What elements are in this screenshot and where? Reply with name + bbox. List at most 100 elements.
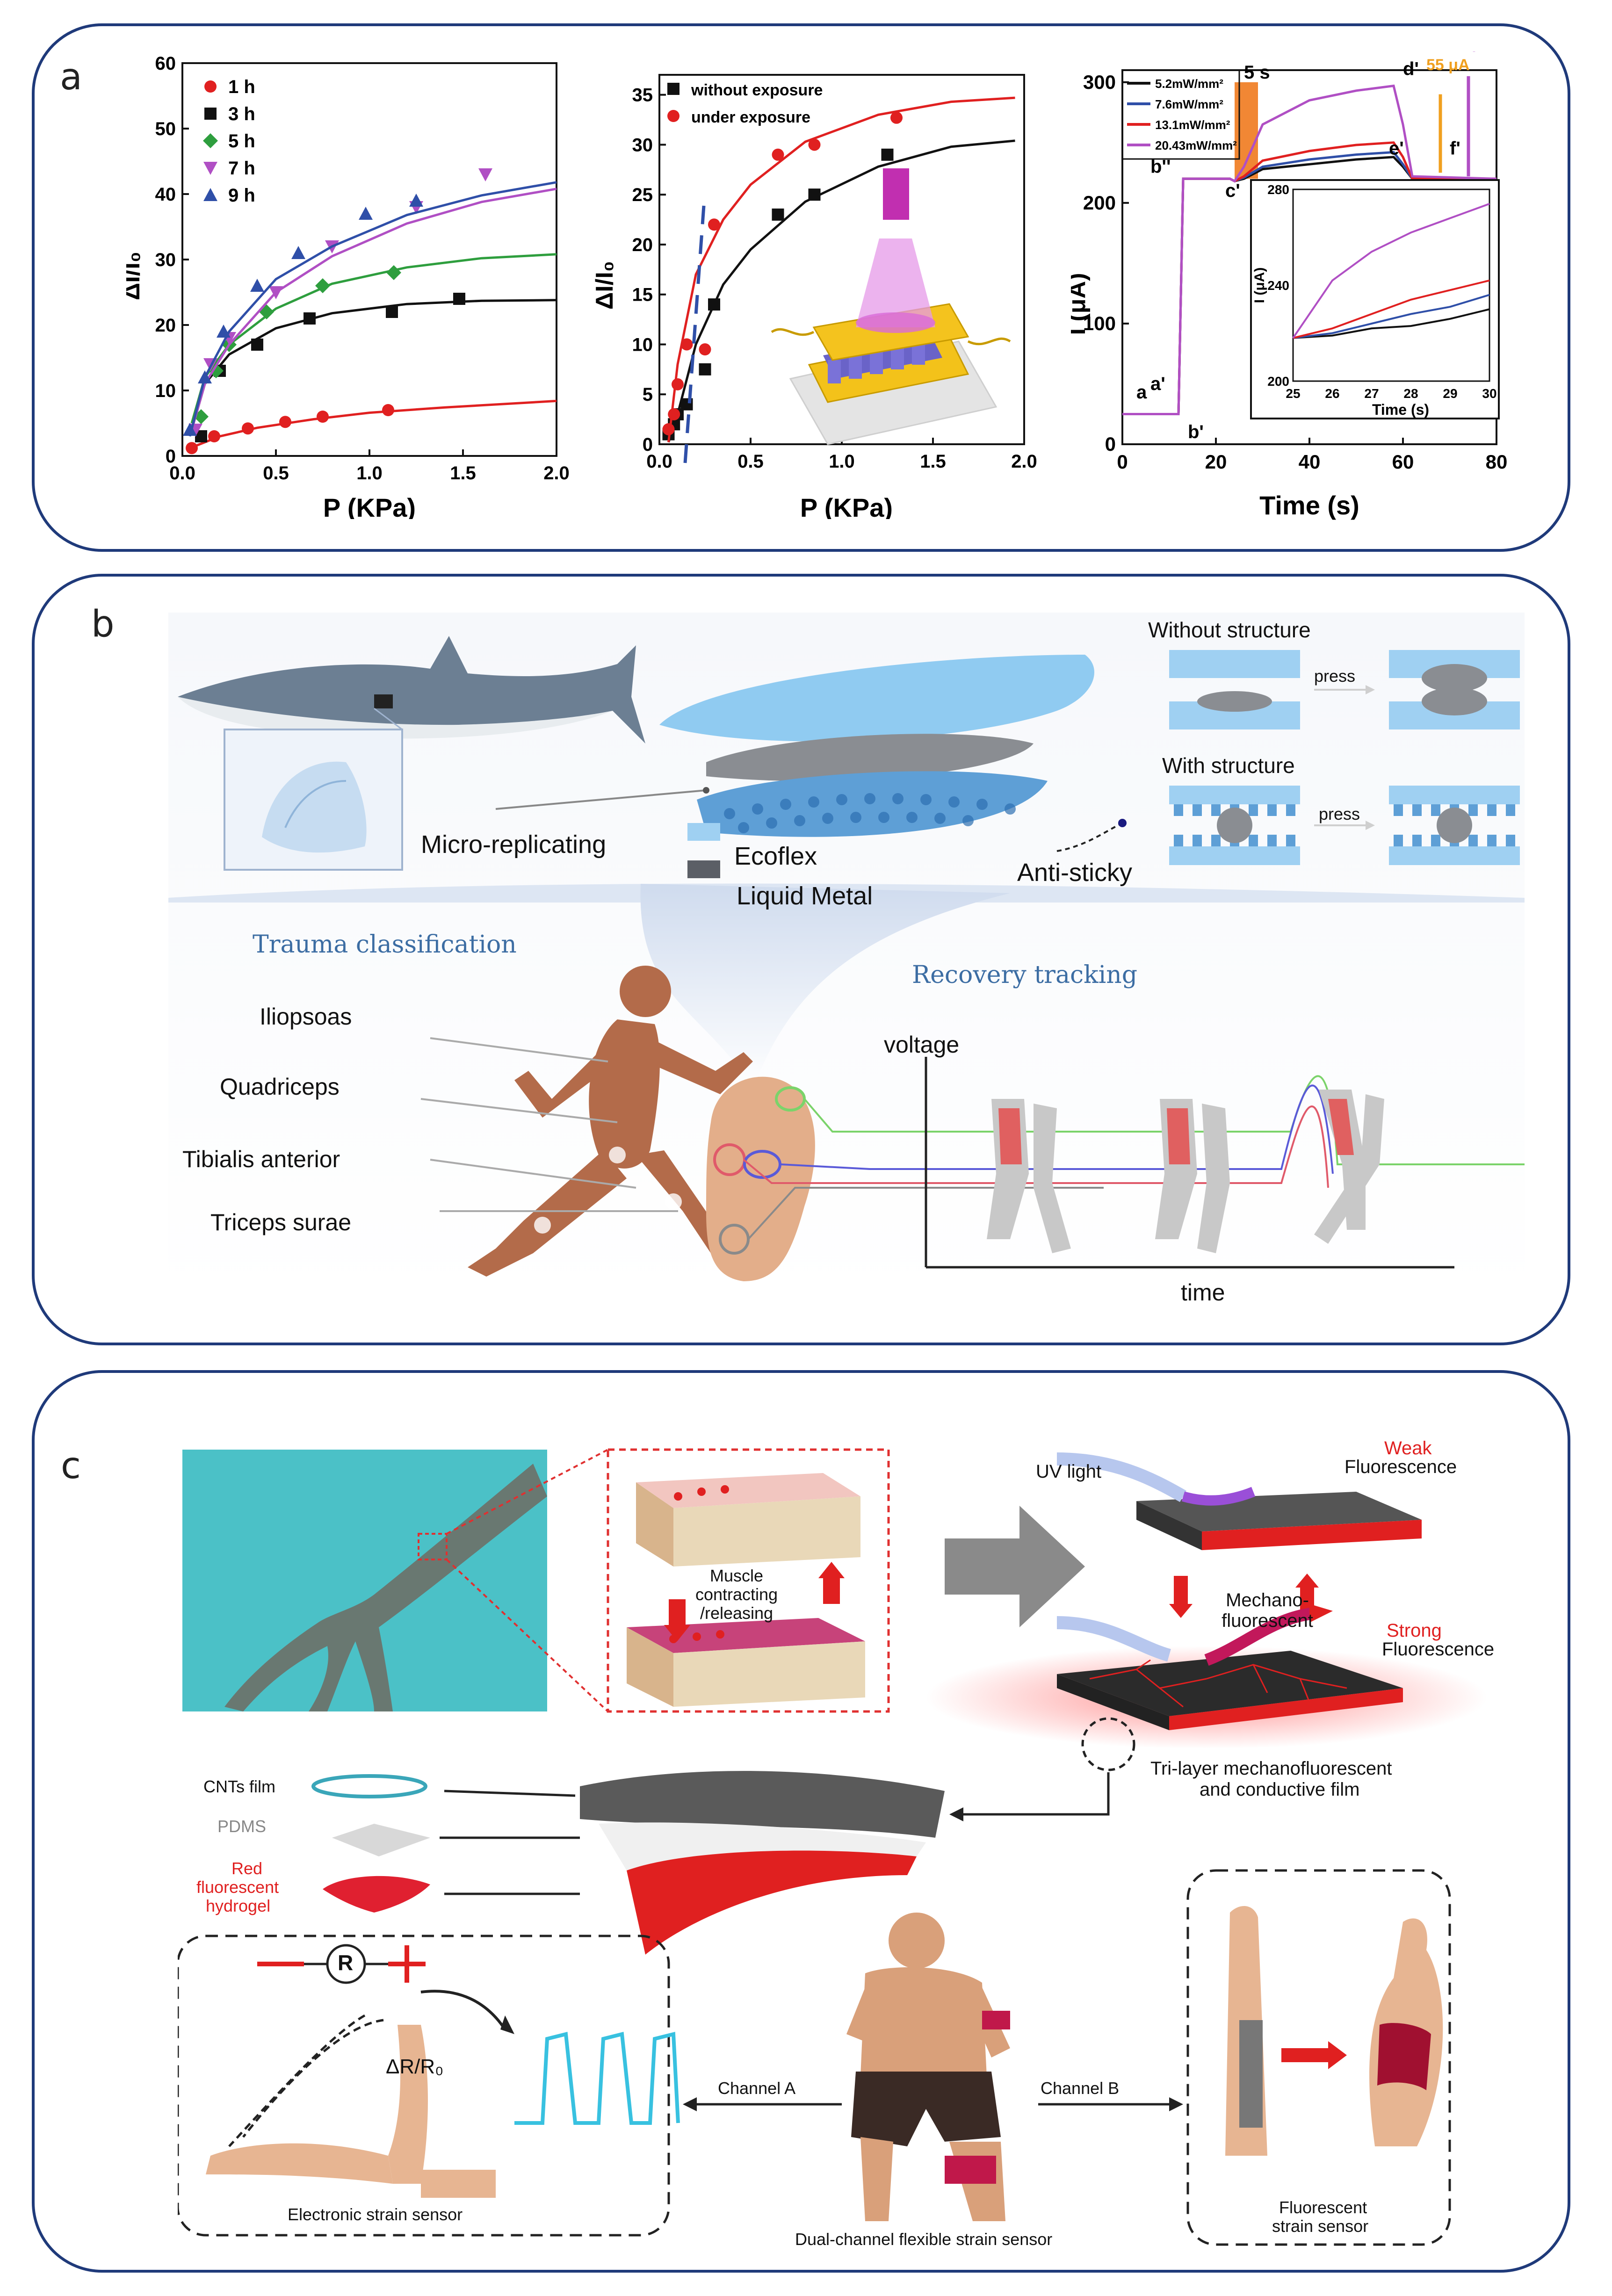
pdms-shape [332,1824,430,1856]
fluorescent-sensor-box [1186,1869,1451,2246]
chart-a2-point [881,148,894,161]
muscle-triceps-surae: Triceps surae [210,1209,352,1235]
muscle-iliopsoas: Iliopsoas [260,1004,352,1030]
chart-a1-point [304,312,316,325]
chart-a1-ytick-label: 60 [155,53,176,74]
chart-a1-legend-marker [203,133,218,148]
chart-a3-xtick-label: 20 [1205,451,1227,473]
liquid-metal-swatch [687,860,720,878]
panel-a-label: a [60,56,82,98]
label-red: Red [231,1859,263,1878]
muscle-quadriceps: Quadriceps [220,1074,340,1100]
panel-c-illustration [178,1448,1487,2246]
label-micro-replicating: Micro-replicating [421,830,607,859]
label-channel-b: Channel B [1041,2079,1120,2098]
chart-a1-xtick-label: 0.0 [169,463,195,484]
chart-a1-fit-line [190,188,557,430]
chart-a1-point [291,246,305,259]
chart-a1-xtick-label: 2.0 [543,463,570,484]
chart-a3-inset-ytick-label: 280 [1267,182,1289,197]
label-strong: Strong [1387,1620,1442,1641]
muscle-tibialis-anterior: Tibialis anterior [182,1146,340,1172]
panel-c-label: c [61,1445,81,1487]
cnt-tube [311,1774,427,1798]
chart-a3-series-line [1122,84,1497,415]
panel-b-label: b [91,603,115,645]
label-mechano: Mechano- fluorescent [1222,1590,1313,1631]
chart-a1-ytick-label: 50 [155,119,176,139]
chart-a3-annotation: 5 s [1244,62,1270,83]
chart-a3-inset-frame-outer [1250,179,1500,419]
strong-film [1056,1604,1403,1730]
chart-a2-ytick-label: 35 [632,85,653,106]
foot-image [706,1076,815,1281]
chart-a2-xlabel: P (KPa) [800,493,893,519]
chart-a3-inset-xtick-label: 27 [1364,386,1379,401]
chart-a3-ylabel: I (μA) [1071,273,1091,335]
ecoflex-swatch [687,823,720,841]
chart-a2-legend-label: under exposure [691,108,810,126]
chart-a3-ytick-label: 100 [1083,312,1116,334]
chart-a2-legend-marker [667,83,679,95]
chart-a3-inset-ytick-label: 200 [1267,374,1289,389]
chart-a3-ytick-label: 300 [1083,71,1116,93]
chart-a1-ytick-label: 20 [155,315,176,336]
chart-a2-ytick-label: 15 [632,285,653,305]
chart-a2-ytick-label: 25 [632,185,653,205]
chart-a3-delta1-label: 55 μA [1426,56,1470,74]
chart-a3-xtick-label: 60 [1392,451,1414,473]
chart-a2-point [808,138,821,151]
chart-a1-xtick-label: 1.5 [450,463,476,484]
big-arrow [945,1506,1085,1627]
chart-a2-point [708,298,720,311]
chart-a1-legend-marker [204,108,217,120]
chart-a1-legend-label: 1 h [228,77,255,97]
chart-a3-xtick-label: 80 [1486,451,1508,473]
chart-a2-point [668,408,680,420]
chart-a1-point [186,442,198,455]
chart-a3-xlabel: Time (s) [1259,491,1359,520]
label-ecoflex: Ecoflex [734,842,817,870]
chart-a2-ytick-label: 20 [632,235,653,255]
chart-a2-ytick-label: 0 [643,434,653,455]
chart-a3-xtick-label: 40 [1299,451,1321,473]
chart-a1-legend-marker [204,80,217,93]
chart-a3-inset-xtick-label: 25 [1286,386,1300,401]
chart-a1-xtick-label: 0.5 [263,463,289,484]
chart-a1-ytick-label: 10 [155,381,176,401]
chart-a3-inset-line [1293,308,1490,339]
chart-a2-point [772,148,784,161]
chart-a1-fit-line [190,253,557,424]
chart-a2-point [890,111,903,124]
label-trilayer-2: and conductive film [1200,1779,1360,1800]
label-anti-sticky: Anti-sticky [1017,859,1133,887]
chart-a2-point [680,338,693,351]
chart-a3-inset-line [1292,202,1490,339]
man-figure [846,1913,1010,2221]
chart-a1-point [198,370,212,383]
chart-a1-point [382,404,394,416]
label-trilayer-1: Tri-layer mechanofluorescent [1150,1758,1392,1779]
resistance-waveform [514,2031,680,2125]
chart-a2-fit-line [667,96,1015,442]
label-muscle: Muscle contracting /releasing [695,1566,778,1623]
zoom-circle [1081,1717,1135,1771]
chart-a3-inset-line [1293,294,1490,339]
weak-film [1056,1452,1422,1550]
chart-a3-inset-xlabel: Time (s) [1372,401,1429,418]
chart-a3-inset-xtick-label: 26 [1325,386,1339,401]
chart-a2-xtick-label: 0.0 [646,451,672,472]
chart-a1-ylabel: ΔI/I₀ [126,252,145,300]
chart-a1-point [217,325,231,338]
chart-a1-ytick-label: 0 [166,446,176,467]
label-fluorescent: Fluorescent [1279,2198,1367,2217]
chart-a1-point [279,416,291,428]
chart-a3-legend-label: 20.43mW/mm² [1155,138,1237,152]
chart-a3-ytick-label: 200 [1083,192,1116,214]
chart-a2-xtick-label: 1.0 [829,451,855,472]
label-red-hydrogel: hydrogel [206,1896,271,1915]
label-trauma-classification: Trauma classification [253,931,517,959]
chart-a3-inset-frame [1292,188,1490,382]
